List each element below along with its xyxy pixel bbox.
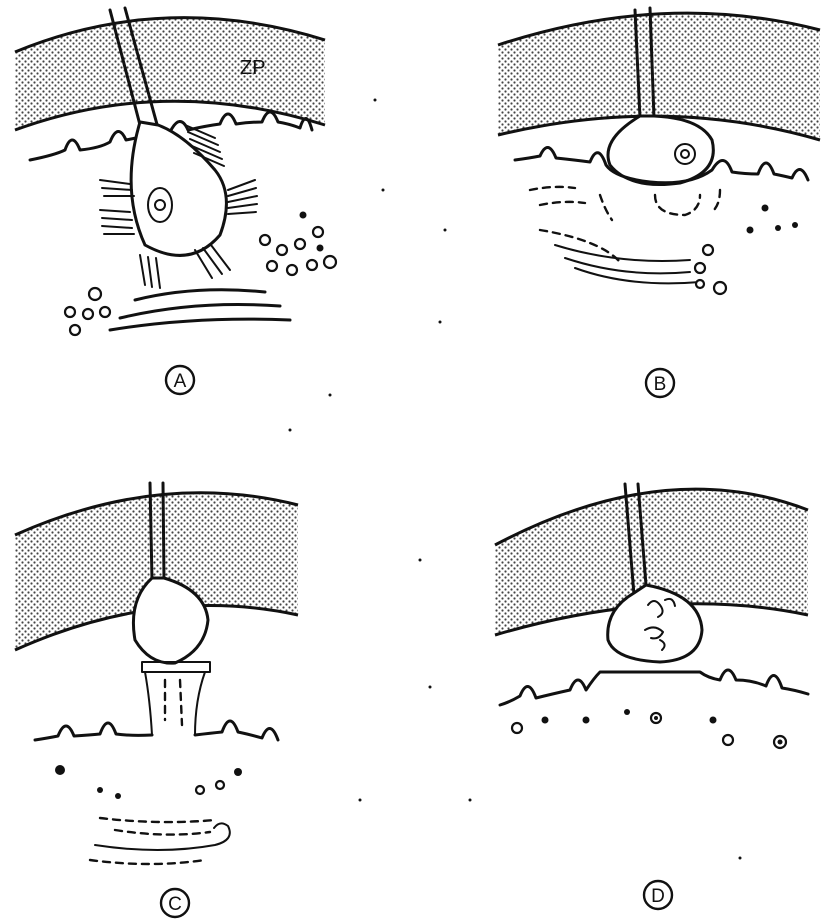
egg-membrane (500, 670, 808, 705)
panel-d-label: D (651, 886, 665, 907)
panel-b-label: B (654, 374, 667, 395)
panel-c-label: C (168, 894, 182, 915)
panel-d: D (495, 484, 808, 909)
sperm-head (608, 116, 713, 185)
panel-b: B (498, 8, 820, 397)
egg-membrane (35, 721, 278, 740)
zp-label: ZP (240, 57, 266, 79)
panel-c: C (15, 483, 298, 917)
panel-a: ZP (15, 8, 336, 394)
panel-a-label: A (174, 371, 187, 392)
